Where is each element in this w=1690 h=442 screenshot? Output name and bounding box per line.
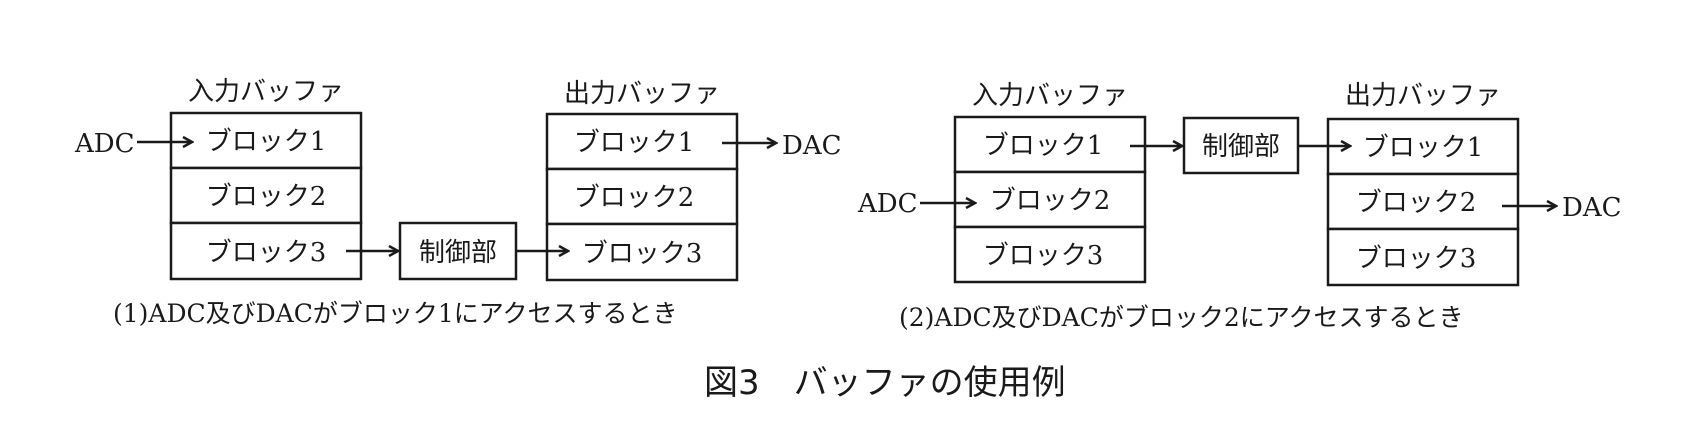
diagram-1: 入力バッファ 出力バッファ ブロック1 ブロック2 ブロック3 制御部 ブロック…	[74, 77, 842, 328]
controller-box	[1182, 116, 1300, 175]
input-block-3-label: ブロック3	[983, 241, 1104, 271]
dac-label: DAC	[782, 131, 842, 161]
output-block-1	[1326, 117, 1520, 176]
input-block-1-label: ブロック1	[206, 127, 327, 157]
input-block-1-label: ブロック1	[983, 131, 1104, 161]
input-buffer-label: 入力バッファ	[972, 81, 1128, 111]
input-block-3	[953, 225, 1147, 284]
input-block-2-label: ブロック2	[206, 182, 327, 212]
output-block-3-label: ブロック3	[1356, 244, 1477, 274]
output-block-3-label: ブロック3	[582, 239, 703, 269]
output-block-3	[545, 222, 739, 282]
output-buffer-label: 出力バッファ	[1345, 81, 1501, 111]
input-block-2	[169, 166, 363, 225]
input-buffer: ブロック1 ブロック2 ブロック3	[953, 115, 1147, 284]
input-block-1	[953, 115, 1147, 174]
output-block-3	[1326, 227, 1520, 287]
caption-1: (1)ADC及びDACがブロック1にアクセスするとき	[113, 299, 678, 328]
caption-2: (2)ADC及びDACがブロック2にアクセスするとき	[899, 303, 1464, 332]
input-block-3	[169, 221, 363, 281]
controller-label: 制御部	[419, 238, 497, 268]
dac-label: DAC	[1562, 193, 1622, 223]
input-block-2-label: ブロック2	[990, 186, 1111, 216]
adc-label: ADC	[74, 129, 135, 159]
input-buffer-label: 入力バッファ	[188, 77, 344, 107]
input-buffer: ブロック1 ブロック2 ブロック3	[169, 111, 363, 281]
output-block-2-label: ブロック2	[574, 183, 695, 213]
output-buffer: ブロック1 ブロック2 ブロック3	[545, 112, 739, 282]
output-buffer-label: 出力バッファ	[564, 79, 720, 109]
input-block-3-label: ブロック3	[206, 238, 327, 268]
input-block-2	[953, 170, 1147, 229]
output-buffer: ブロック1 ブロック2 ブロック3	[1326, 117, 1520, 287]
figure-title: 図3 バッファの使用例	[704, 363, 1066, 403]
adc-label: ADC	[857, 189, 918, 219]
diagram-2: 入力バッファ 出力バッファ ブロック1 ブロック2 ブロック3 制御部 ブロック…	[857, 81, 1622, 332]
output-block-1-label: ブロック1	[1363, 133, 1484, 163]
output-block-2-label: ブロック2	[1356, 188, 1477, 218]
input-block-1	[169, 111, 363, 170]
output-block-1-label: ブロック1	[574, 128, 695, 158]
controller-label: 制御部	[1202, 132, 1280, 162]
output-block-2	[545, 167, 739, 226]
